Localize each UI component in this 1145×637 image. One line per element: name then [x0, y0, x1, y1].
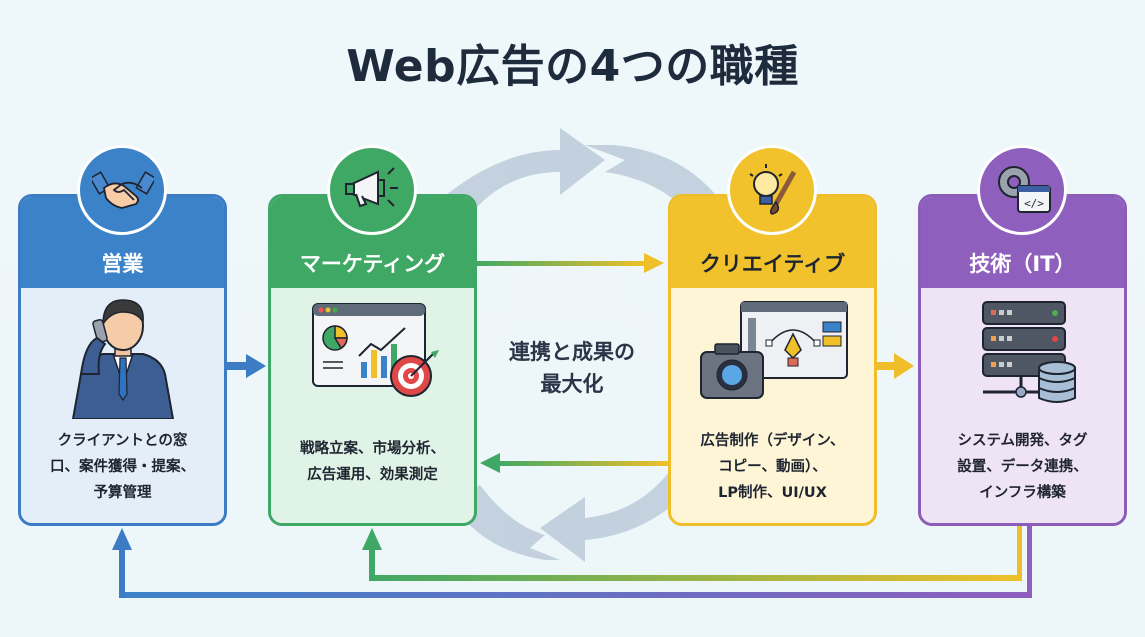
role-card-creative: クリエイティブ 広告制作（デザイン、 コピー、動画）、 LP [668, 194, 877, 526]
camera-design-illustration [671, 294, 874, 424]
server-database-illustration [921, 294, 1124, 424]
center-label: 連携と成果の 最大化 [509, 340, 635, 396]
role-title: 営業 [101, 252, 144, 276]
role-title: 技術（IT） [969, 252, 1076, 276]
role-card-tech: 技術（IT） [918, 194, 1127, 526]
arrow-marketing-to-creative [476, 253, 664, 273]
role-description: システム開発、タグ 設置、データ連携、 インフラ構築 [957, 433, 1088, 501]
handshake-icon [77, 145, 167, 235]
arrow-sales-to-marketing [227, 354, 266, 378]
role-description: 戦略立案、市場分析、 広告運用、効果測定 [300, 441, 445, 483]
role-title: クリエイティブ [699, 252, 846, 276]
megaphone-icon [327, 145, 417, 235]
lightbulb-paintbrush-icon [727, 145, 817, 235]
arrow-bottom-to-marketing [362, 526, 1022, 581]
arrow-bottom-to-sales [112, 526, 1032, 598]
role-card-sales: 営業 クライアントとの窓 口、案件獲得・提案、 予算管理 [18, 194, 227, 526]
role-description: 広告制作（デザイン、 コピー、動画）、 LP制作、UI/UX [700, 433, 845, 501]
role-card-marketing: マーケティング [268, 194, 477, 526]
arrow-creative-to-tech [876, 353, 914, 379]
role-description: クライアントとの窓 口、案件獲得・提案、 予算管理 [50, 433, 195, 501]
businessman-phone-illustration [21, 294, 224, 424]
cycle-arrow-bottom [450, 468, 700, 562]
svg-text:</>: </> [1024, 197, 1044, 210]
analytics-dashboard-illustration [271, 294, 474, 424]
page-title: Web広告の4つの職種 [346, 41, 799, 92]
arrow-creative-to-marketing [480, 453, 668, 473]
role-title: マーケティング [299, 252, 446, 276]
gear-code-icon: </> [977, 145, 1067, 235]
